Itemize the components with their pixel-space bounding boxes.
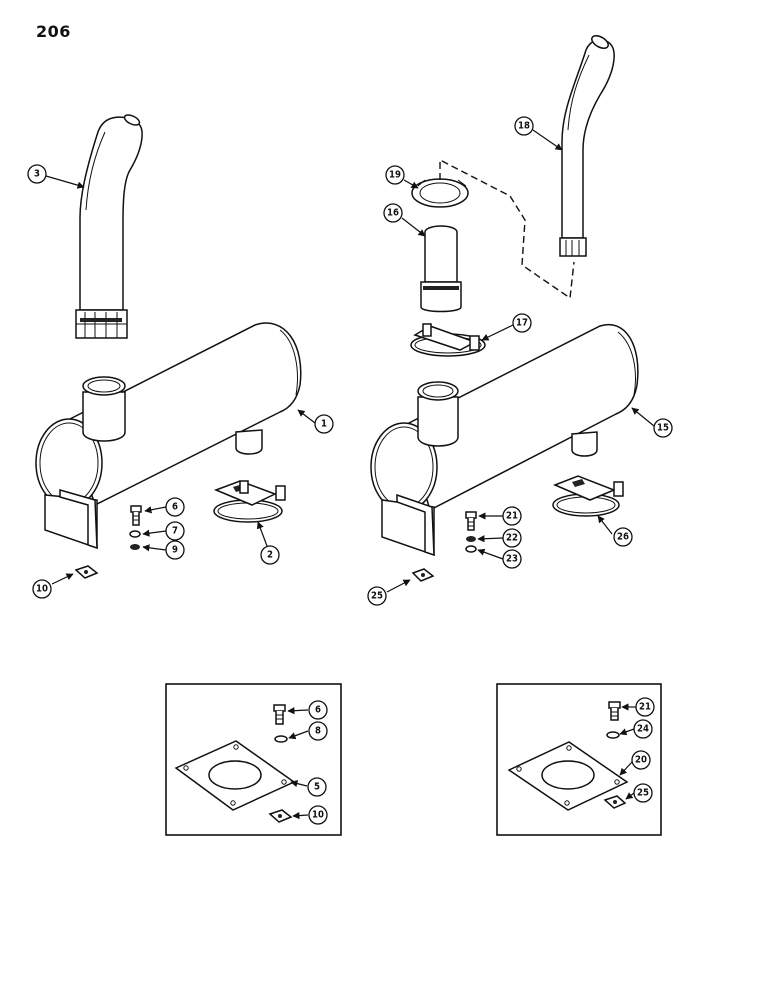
svg-text:1: 1 bbox=[321, 419, 327, 430]
svg-text:5: 5 bbox=[314, 782, 320, 793]
exhaust-pipe-left bbox=[75, 114, 143, 339]
svg-text:7: 7 bbox=[172, 526, 178, 537]
inset-callout-21: 21 bbox=[635, 697, 655, 717]
inset-callout-20: 20 bbox=[631, 750, 651, 770]
inset-callout-10: 10 bbox=[308, 805, 328, 825]
muffler-right bbox=[370, 323, 639, 557]
svg-text:3: 3 bbox=[34, 169, 40, 180]
callout-17: 17 bbox=[512, 313, 532, 333]
callout-21: 21 bbox=[502, 506, 522, 526]
callout-18: 18 bbox=[514, 116, 534, 136]
exhaust-pipe-right bbox=[559, 35, 615, 257]
svg-text:23: 23 bbox=[506, 554, 518, 565]
svg-text:16: 16 bbox=[387, 208, 399, 219]
callout-2: 2 bbox=[260, 545, 280, 565]
svg-text:6: 6 bbox=[315, 705, 321, 716]
inset-callout-8: 8 bbox=[308, 721, 328, 741]
callout-22: 22 bbox=[502, 528, 522, 548]
callout-15: 15 bbox=[653, 418, 673, 438]
svg-text:8: 8 bbox=[315, 726, 321, 737]
svg-text:26: 26 bbox=[617, 532, 629, 543]
callout-10: 10 bbox=[32, 579, 52, 599]
hardware-left bbox=[129, 505, 142, 550]
callout-23: 23 bbox=[502, 549, 522, 569]
svg-text:25: 25 bbox=[637, 788, 649, 799]
svg-text:17: 17 bbox=[516, 318, 528, 329]
svg-text:24: 24 bbox=[637, 724, 649, 735]
dashed-connector bbox=[439, 158, 575, 300]
callout-3: 3 bbox=[27, 164, 47, 184]
svg-text:18: 18 bbox=[518, 121, 530, 132]
callout-19: 19 bbox=[385, 165, 405, 185]
gasket-19 bbox=[411, 178, 469, 208]
svg-text:22: 22 bbox=[506, 533, 518, 544]
inset-callout-25: 25 bbox=[633, 783, 653, 803]
callout-16: 16 bbox=[383, 203, 403, 223]
svg-text:2: 2 bbox=[267, 550, 273, 561]
clamp-17 bbox=[410, 323, 486, 357]
svg-text:25: 25 bbox=[371, 591, 383, 602]
callout-7: 7 bbox=[165, 521, 185, 541]
svg-text:10: 10 bbox=[312, 810, 324, 821]
svg-text:6: 6 bbox=[172, 502, 178, 513]
svg-text:21: 21 bbox=[506, 511, 518, 522]
hardware-right bbox=[465, 511, 477, 553]
svg-text:10: 10 bbox=[36, 584, 48, 595]
svg-text:21: 21 bbox=[639, 702, 651, 713]
callout-26: 26 bbox=[613, 527, 633, 547]
page-number: 206 bbox=[36, 22, 71, 41]
svg-text:19: 19 bbox=[389, 170, 401, 181]
callout-1: 1 bbox=[314, 414, 334, 434]
clamp-26 bbox=[552, 475, 624, 517]
svg-text:20: 20 bbox=[635, 755, 647, 766]
inset-callout-5: 5 bbox=[307, 777, 327, 797]
inset-callout-6: 6 bbox=[308, 700, 328, 720]
inset-callout-24: 24 bbox=[633, 719, 653, 739]
adapter-pipe-16 bbox=[420, 225, 462, 313]
clip-nut-right bbox=[411, 568, 435, 582]
clip-nut-left bbox=[74, 565, 99, 579]
svg-text:9: 9 bbox=[172, 545, 178, 556]
leader-lines bbox=[45, 129, 655, 820]
callout-6: 6 bbox=[165, 497, 185, 517]
svg-text:15: 15 bbox=[657, 423, 669, 434]
clamp-left bbox=[213, 480, 286, 523]
callout-9: 9 bbox=[165, 540, 185, 560]
muffler-left bbox=[35, 322, 302, 550]
callout-25: 25 bbox=[367, 586, 387, 606]
